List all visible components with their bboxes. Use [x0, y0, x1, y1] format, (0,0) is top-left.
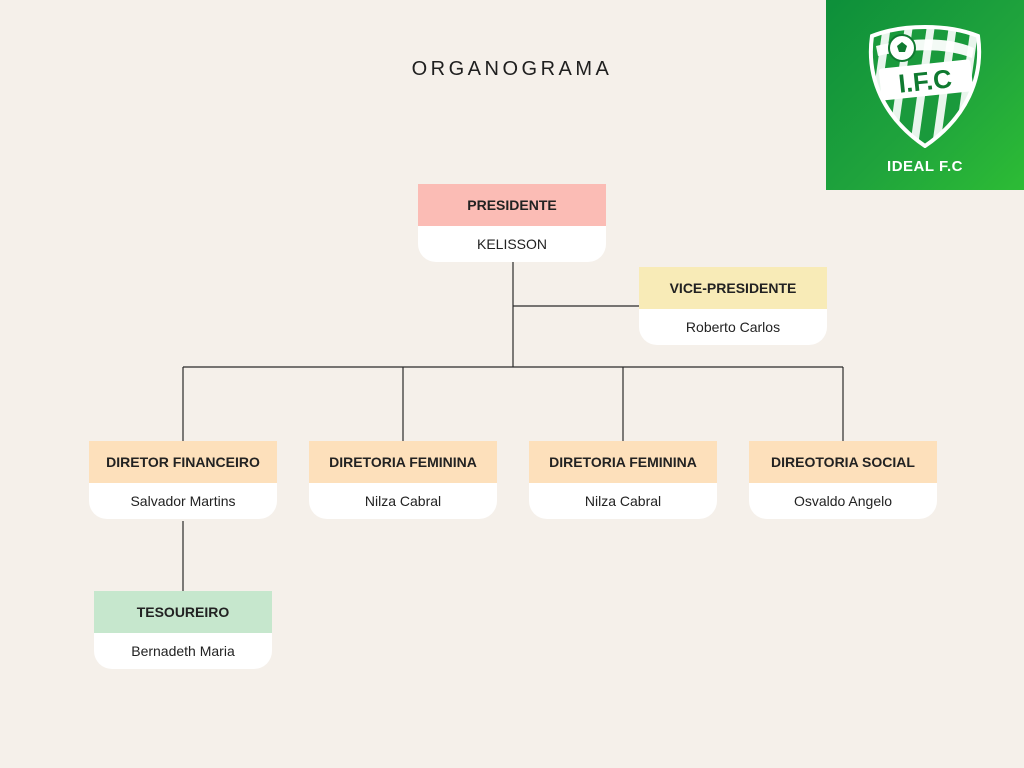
node-diretor-financeiro: DIRETOR FINANCEIRO Salvador Martins	[89, 441, 277, 519]
node-role: DIRETORIA FEMININA	[309, 441, 497, 483]
node-name: Salvador Martins	[89, 483, 277, 519]
node-name: Osvaldo Angelo	[749, 483, 937, 519]
node-role: PRESIDENTE	[418, 184, 606, 226]
node-name: Nilza Cabral	[529, 483, 717, 519]
node-name: Nilza Cabral	[309, 483, 497, 519]
node-role: DIRETORIA FEMININA	[529, 441, 717, 483]
node-diretoria-feminina-1: DIRETORIA FEMININA Nilza Cabral	[309, 441, 497, 519]
page-title: ORGANOGRAMA	[411, 58, 613, 80]
node-name: KELISSON	[418, 226, 606, 262]
node-diretoria-feminina-2: DIRETORIA FEMININA Nilza Cabral	[529, 441, 717, 519]
node-name: Roberto Carlos	[639, 309, 827, 345]
node-presidente: PRESIDENTE KELISSON	[418, 184, 606, 262]
node-role: DIREOTORIA SOCIAL	[749, 441, 937, 483]
logo-badge-text: I.F.C	[897, 63, 954, 98]
club-logo-panel: I.F.C IDEAL F.C	[826, 0, 1024, 190]
node-role: VICE-PRESIDENTE	[639, 267, 827, 309]
club-shield-logo: I.F.C	[868, 25, 982, 148]
node-name: Bernadeth Maria	[94, 633, 272, 669]
node-vice-presidente: VICE-PRESIDENTE Roberto Carlos	[639, 267, 827, 345]
node-role: TESOUREIRO	[94, 591, 272, 633]
node-role: DIRETOR FINANCEIRO	[89, 441, 277, 483]
node-direotoria-social: DIREOTORIA SOCIAL Osvaldo Angelo	[749, 441, 937, 519]
node-tesoureiro: TESOUREIRO Bernadeth Maria	[94, 591, 272, 669]
logo-caption: IDEAL F.C	[887, 158, 963, 175]
